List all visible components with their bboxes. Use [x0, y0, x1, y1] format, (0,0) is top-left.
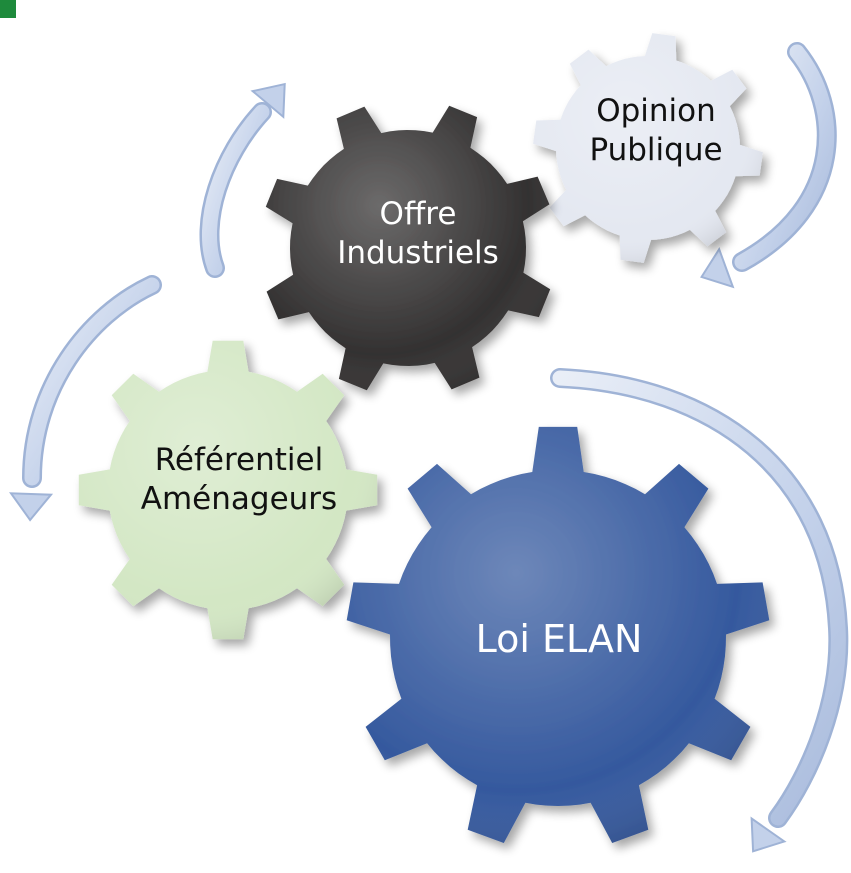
gear-shading [346, 426, 770, 843]
arrow-shaft [24, 277, 160, 486]
gear-opinion-publique [533, 33, 763, 263]
arrow-offre-to-referentiel [9, 275, 162, 522]
arrow-opinion-cycle [700, 42, 837, 289]
gear-shading [265, 105, 551, 391]
arrow-shaft [734, 44, 835, 270]
gear-shading [78, 340, 378, 640]
arrowhead [750, 816, 787, 853]
corner-mark [0, 0, 16, 18]
arrowhead [9, 492, 54, 522]
arrow-shaft [201, 104, 270, 276]
gear-shading [533, 33, 763, 263]
gear-offre-industriels [265, 105, 551, 391]
gear-referentiel-amenageurs [78, 340, 378, 640]
arrow-referentiel-to-offre [199, 82, 286, 278]
arrowhead [700, 246, 735, 289]
arrowhead [250, 82, 286, 119]
arrow-loi-elan-cycle [550, 368, 849, 853]
gear-loi-elan [346, 426, 770, 843]
arrow-shaft [552, 370, 846, 826]
